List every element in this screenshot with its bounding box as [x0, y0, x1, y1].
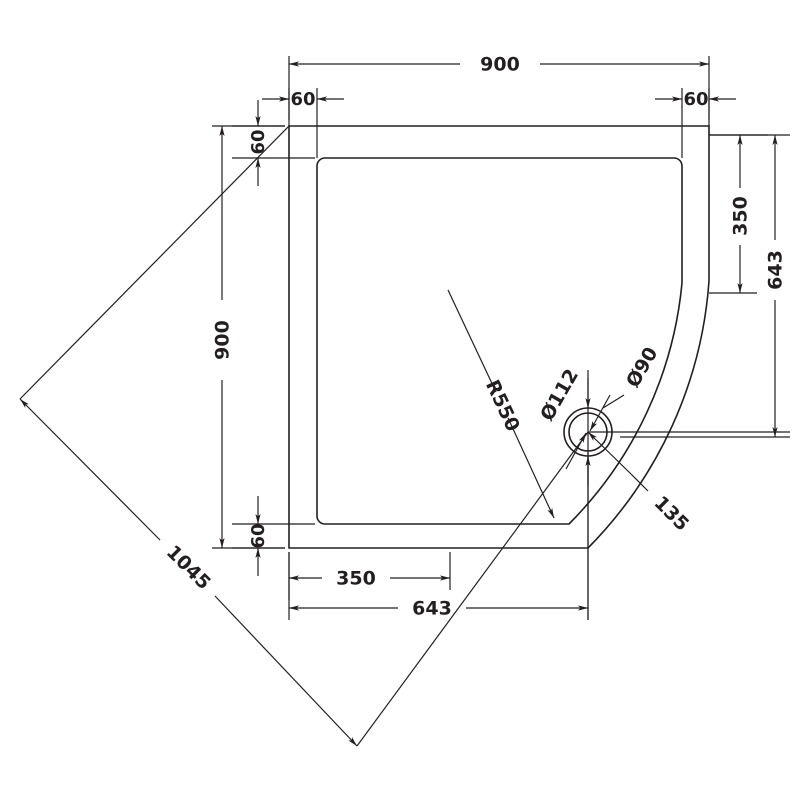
leader-radius-r550: R550: [447, 289, 555, 519]
dimension-top-left-60: 60: [262, 88, 344, 158]
tray-outer-outline: [288, 125, 710, 549]
dimension-top-900: 900: [288, 54, 710, 120]
dim-label-top-left-60: 60: [290, 89, 315, 110]
dimension-diagonal-1045: 1045: [19, 125, 589, 747]
dimension-right-643: 643: [620, 134, 790, 438]
dim-label-left-top-60: 60: [248, 129, 269, 154]
dimension-left-top-60: 60: [232, 100, 315, 186]
dim-label-left-900: 900: [212, 320, 234, 360]
dim-label-135: 135: [650, 492, 694, 536]
dim-label-right-643: 643: [765, 250, 787, 290]
tray-inner-platform: [316, 157, 683, 525]
dim-label-bottom-350: 350: [336, 568, 376, 590]
dim-label-r550: R550: [481, 377, 524, 436]
dim-label-d112: Ø112: [536, 365, 583, 424]
dimension-bottom-350: 350: [288, 552, 451, 600]
dim-label-diagonal-1045: 1045: [162, 541, 215, 594]
dimension-bottom-643: 643: [288, 450, 589, 620]
waste-outlet: [563, 370, 790, 620]
dimension-top-right-60: 60: [655, 88, 736, 158]
dim-label-bottom-643: 643: [412, 598, 452, 620]
dimension-left-bottom-60: 60: [232, 496, 315, 576]
dimension-right-350: 350: [709, 134, 768, 294]
dim-label-left-bottom-60: 60: [248, 523, 269, 548]
dim-label-d90: Ø90: [622, 343, 662, 391]
dim-label-top-900: 900: [480, 54, 520, 76]
dim-label-top-right-60: 60: [683, 89, 708, 110]
dimension-left-900: 900: [212, 125, 285, 549]
dim-label-right-350: 350: [730, 196, 752, 236]
